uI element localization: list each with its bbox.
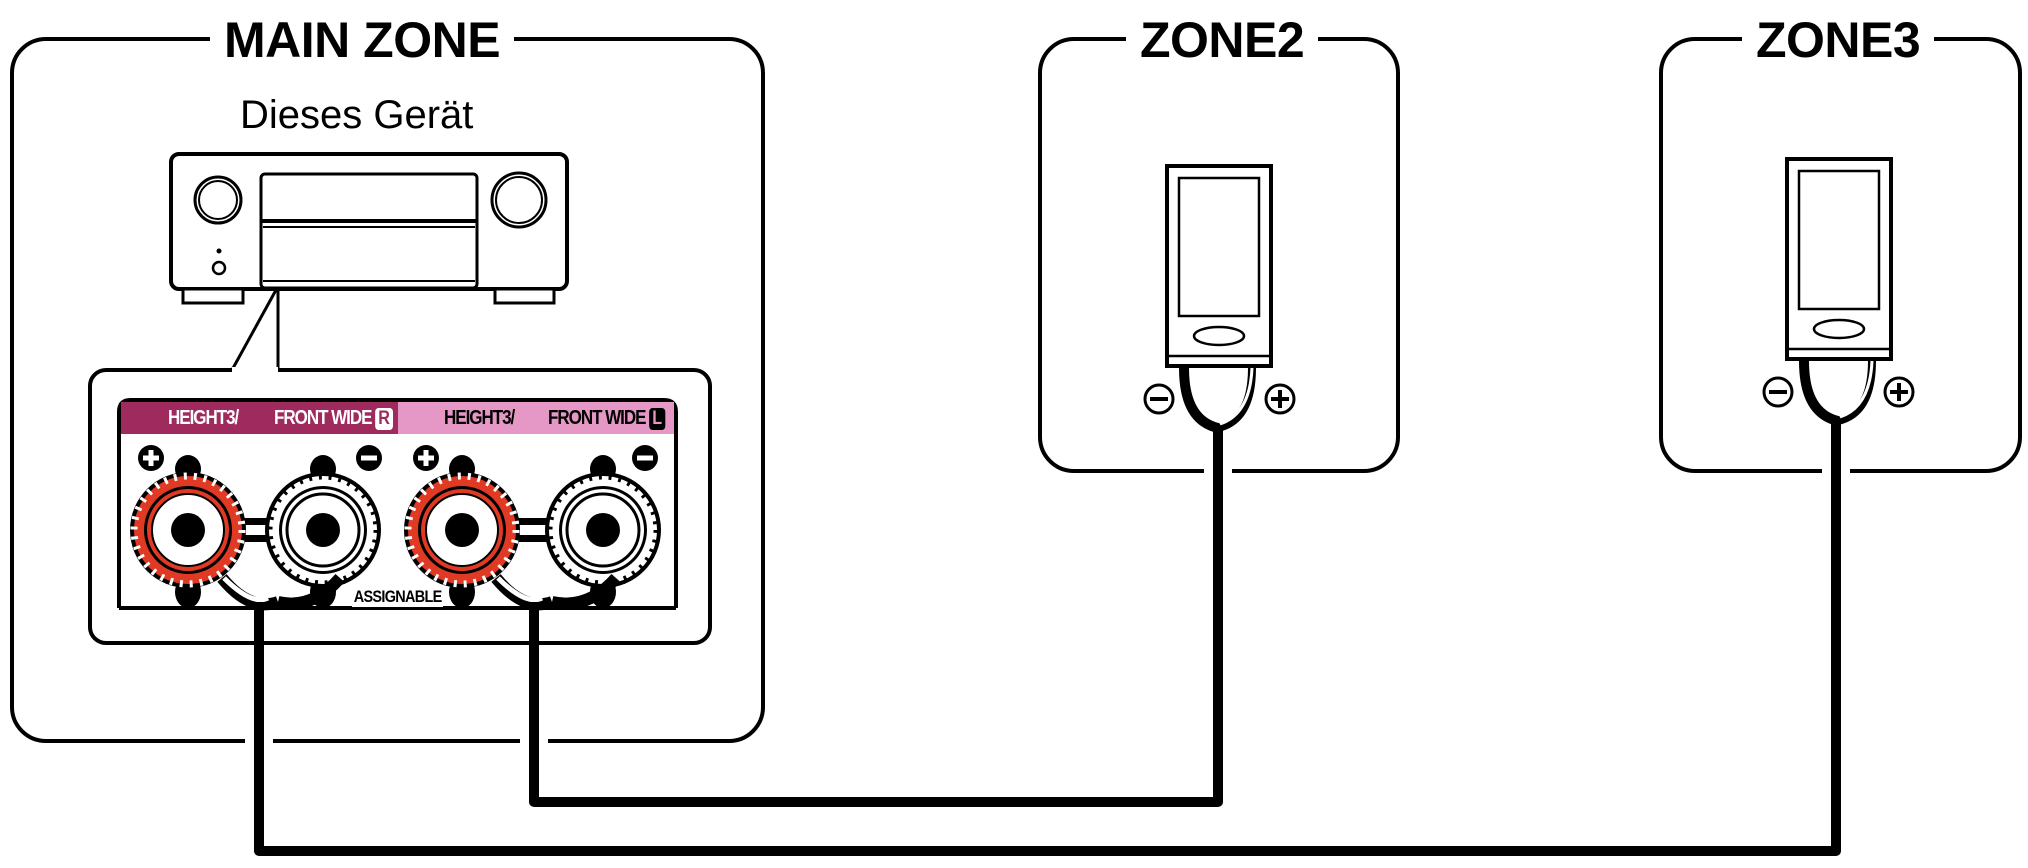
zone2-plus-icon xyxy=(1264,383,1296,415)
zone2-minus-icon xyxy=(1143,383,1175,415)
main-zone-title: MAIN ZONE xyxy=(210,12,515,68)
height3-label: HEIGHT3/ xyxy=(444,407,515,429)
zone2-speaker-connector xyxy=(1179,367,1256,433)
channel-r-label: HEIGHT3/ xyxy=(168,406,239,430)
wire-connector-r xyxy=(217,573,345,611)
plus-icon xyxy=(138,445,164,471)
minus-icon xyxy=(632,445,658,471)
front-wide-label: FRONT WIDE xyxy=(274,407,372,429)
terminal-r-positive xyxy=(130,472,246,588)
terminal-r-negative xyxy=(265,472,381,588)
wire-to-zone3 xyxy=(254,421,1841,856)
badge-l: L xyxy=(648,408,666,430)
wire-connector-l xyxy=(491,573,621,611)
zone2-title: ZONE2 xyxy=(1126,12,1319,68)
wire-to-zone2 xyxy=(529,428,1223,807)
zone3-plus-icon xyxy=(1883,376,1915,408)
device-label: Dieses Gerät xyxy=(240,93,474,137)
receiver-icon xyxy=(169,152,569,305)
assignable-label: ASSIGNABLE xyxy=(352,587,444,607)
zone2-speaker-icon xyxy=(1165,164,1273,368)
zone3-speaker-icon xyxy=(1785,157,1893,361)
minus-icon xyxy=(356,445,382,471)
zone3-title: ZONE3 xyxy=(1742,12,1935,68)
height3-label: HEIGHT3/ xyxy=(168,407,239,429)
channel-l-label: HEIGHT3/ xyxy=(444,406,515,430)
zone3-minus-icon xyxy=(1762,376,1794,408)
badge-r: R xyxy=(374,408,394,430)
terminal-strip xyxy=(117,398,678,610)
terminal-l-negative xyxy=(545,472,661,588)
plus-icon xyxy=(413,445,439,471)
front-wide-label: FRONT WIDE xyxy=(548,407,646,429)
zone3-speaker-connector xyxy=(1799,360,1876,426)
terminal-l-positive xyxy=(404,472,520,588)
